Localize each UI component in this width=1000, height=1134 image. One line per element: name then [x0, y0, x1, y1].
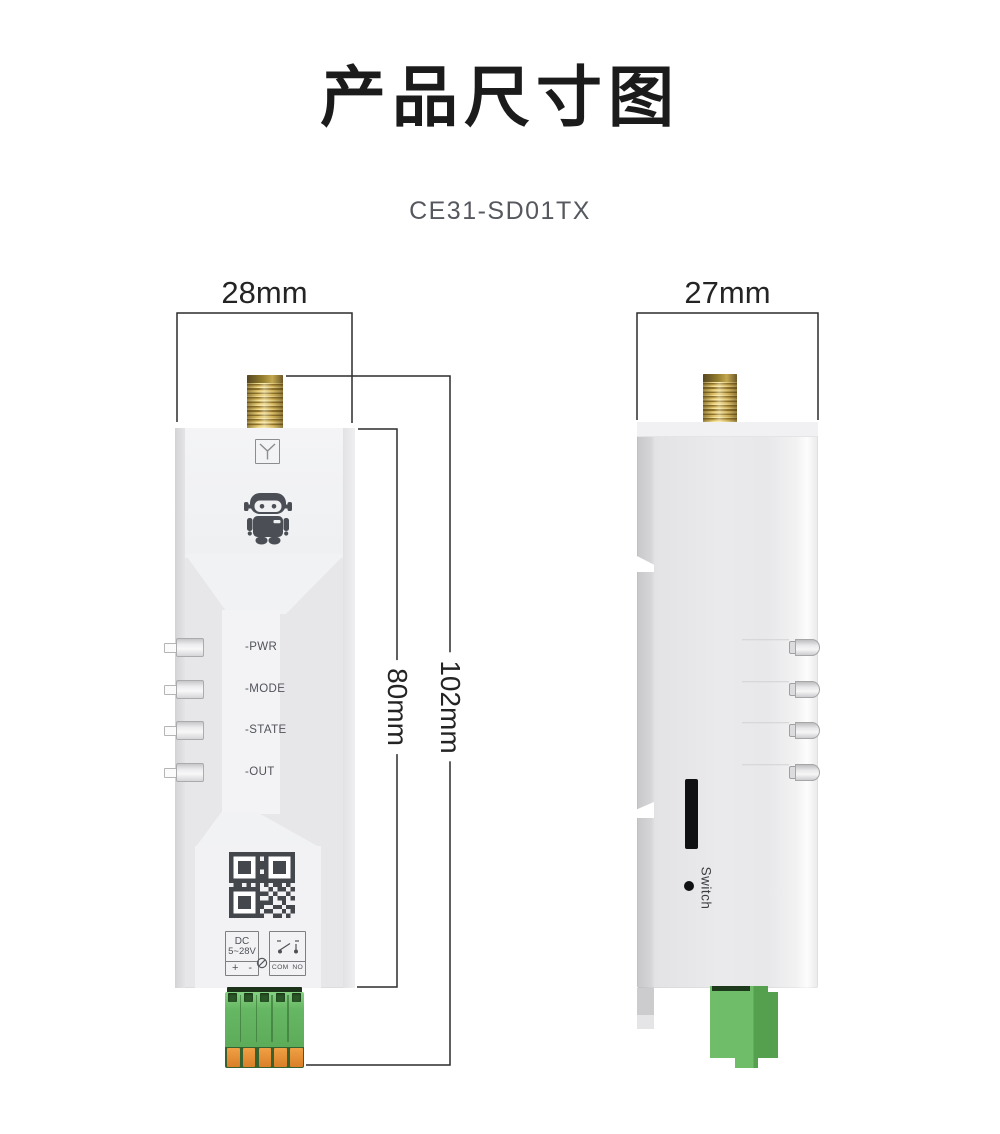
led-side-2 — [787, 681, 820, 698]
terminal-block-side — [710, 986, 778, 1068]
switch-label: Switch — [698, 866, 714, 910]
qr-code — [229, 852, 295, 918]
relay-contact-icon — [276, 939, 299, 954]
terminal-block-front — [225, 987, 304, 1068]
sma-antenna-connector-side — [703, 374, 737, 429]
led-out — [164, 763, 204, 782]
front-lower-taper-shading — [195, 812, 321, 848]
din-clip-notch-upper — [637, 556, 654, 572]
polarity-plus: + — [232, 962, 239, 974]
page-title: 产品尺寸图 — [320, 60, 680, 134]
din-clip-notch-lower — [637, 802, 654, 818]
din-rail-clip — [637, 988, 654, 1017]
front-right-edge-shading — [343, 428, 355, 988]
product-model: CE31-SD01TX — [409, 197, 591, 225]
dim-27mm-bracket — [636, 312, 819, 420]
led-state — [164, 721, 204, 740]
front-taper-shading — [185, 554, 345, 614]
relay-no-label: NO — [292, 964, 304, 972]
power-line1: DC — [234, 935, 250, 947]
panel-seam — [742, 722, 789, 724]
terminal-contacts — [225, 1047, 304, 1068]
card-slot — [685, 779, 698, 849]
led-label-state: -STATE — [245, 724, 287, 736]
panel-seam — [742, 764, 789, 766]
front-left-edge-shading — [175, 428, 185, 988]
body-height-dimension: 80mm — [381, 660, 413, 754]
front-width-dimension: 28mm — [221, 275, 308, 310]
prohibition-icon — [256, 957, 268, 969]
device-side-view — [637, 422, 818, 988]
led-side-3 — [787, 722, 820, 739]
switch-hole — [684, 881, 694, 891]
relay-com-label: COM — [271, 964, 289, 972]
din-rail-clip-foot — [637, 1015, 654, 1029]
side-top-panel — [637, 422, 818, 437]
antenna-icon — [255, 439, 280, 464]
power-rating-box: DC 5~28V + - — [225, 931, 259, 976]
panel-seam — [742, 639, 789, 641]
led-label-mode: -MODE — [245, 683, 286, 695]
panel-seam — [742, 681, 789, 683]
overall-height-dimension: 102mm — [434, 652, 466, 762]
polarity-minus: - — [248, 962, 252, 974]
robot-logo — [244, 493, 292, 545]
led-label-out: -OUT — [245, 766, 275, 778]
front-center-column — [222, 610, 280, 814]
side-width-dimension: 27mm — [684, 275, 771, 310]
led-side-4 — [787, 764, 820, 781]
led-pwr — [164, 638, 204, 657]
power-line2: 5~28V — [228, 945, 256, 957]
led-mode — [164, 680, 204, 699]
sma-antenna-connector-front — [247, 375, 283, 429]
led-side-1 — [787, 639, 820, 656]
relay-contact-box: COM NO — [269, 931, 306, 976]
dim-28mm-bracket — [176, 312, 353, 423]
led-label-pwr: -PWR — [245, 641, 278, 653]
